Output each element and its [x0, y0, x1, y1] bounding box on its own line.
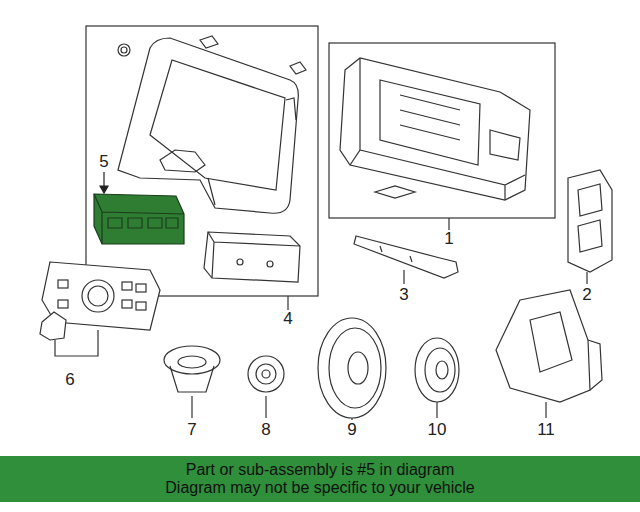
callout-number: 5 [99, 153, 108, 171]
banner-text: Part or sub-assembly is #5 in diagram [186, 461, 455, 479]
callout-number: 7 [187, 421, 196, 439]
leader-line [287, 296, 288, 310]
audio-unit [340, 58, 530, 200]
mount-bracket [204, 232, 300, 282]
tweeter [248, 356, 284, 418]
control-switch [568, 170, 612, 284]
callout-number: 6 [65, 371, 74, 389]
speaker [415, 338, 459, 418]
control-panel [40, 262, 160, 356]
woofer [318, 318, 386, 420]
info-banner: Part or sub-assembly is #5 in diagramDia… [0, 456, 640, 502]
subwoofer-enclosure [496, 290, 602, 418]
callout-number: 1 [444, 230, 453, 248]
leader-line [448, 218, 449, 230]
callout-number: 8 [261, 421, 270, 439]
banner-text: Diagram may not be specific to your vehi… [165, 479, 474, 497]
callout-number: 9 [347, 421, 356, 439]
switch-panel [94, 172, 184, 244]
display-panel [118, 36, 306, 213]
callout-number: 11 [537, 421, 555, 439]
antenna-bracket [354, 236, 458, 284]
group-frame [86, 26, 318, 296]
tweeter [164, 346, 220, 418]
callout-number: 4 [283, 310, 292, 328]
callout-number: 10 [428, 421, 447, 439]
callout-number: 3 [399, 286, 408, 304]
callout-number: 2 [582, 286, 591, 304]
group-frame [329, 43, 555, 218]
